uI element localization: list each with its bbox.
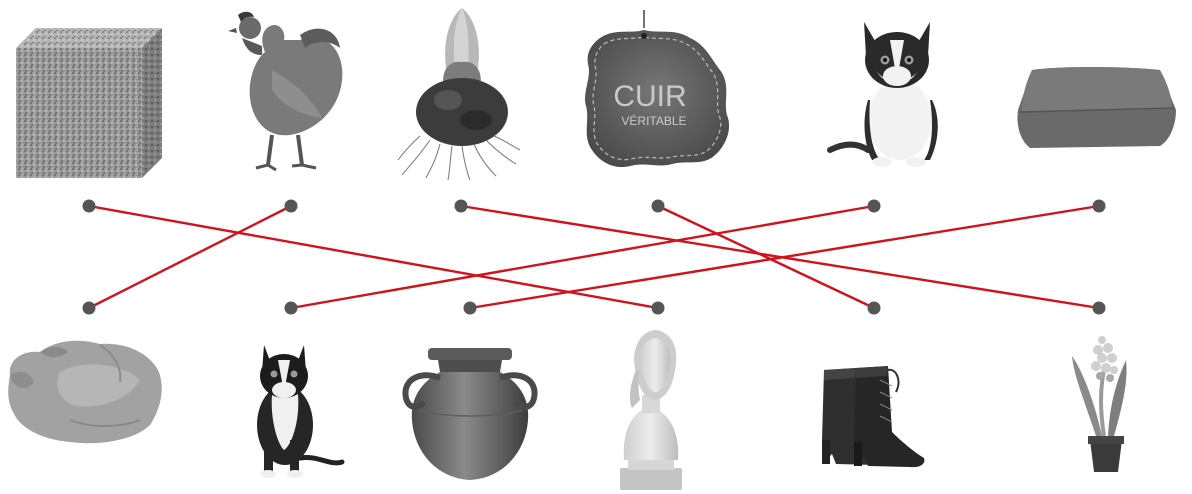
connection-line-leather-tag-to-boots <box>657 204 875 310</box>
stone-bust-image <box>620 330 682 490</box>
connection-line-granite-cube-to-bust <box>88 204 659 310</box>
top-dot-leather-tag[interactable] <box>651 199 665 213</box>
flower-bulb-image <box>397 8 521 181</box>
leather-label-subtitle: VÉRITABLE <box>621 113 686 128</box>
top-row-dots <box>82 199 1106 213</box>
bottom-dot-roast-chicken[interactable] <box>82 301 96 315</box>
kitten-image <box>827 22 938 167</box>
granite-block-image <box>16 28 162 178</box>
top-dot-bulb[interactable] <box>454 199 468 213</box>
connection-line-kitten-to-cat <box>290 204 875 310</box>
connection-lines <box>88 204 1100 310</box>
connection-line-chicken-to-roast-chicken <box>88 204 292 310</box>
potted-hyacinth-image <box>1072 336 1127 472</box>
hen-image <box>228 11 343 172</box>
leather-boots-image <box>822 366 925 468</box>
bottom-dot-hyacinth[interactable] <box>1092 301 1106 315</box>
bottom-row-dots <box>82 301 1106 315</box>
top-dot-kitten[interactable] <box>867 199 881 213</box>
bottom-dot-boots[interactable] <box>867 301 881 315</box>
top-dot-chicken[interactable] <box>284 199 298 213</box>
bottom-dot-amphora[interactable] <box>463 301 477 315</box>
bottom-dot-bust[interactable] <box>651 301 665 315</box>
cat-image <box>257 345 345 478</box>
bottom-dot-cat[interactable] <box>284 301 298 315</box>
top-dot-granite-cube[interactable] <box>82 199 96 213</box>
connection-line-clay-slab-to-amphora <box>469 204 1100 310</box>
roast-chicken-image <box>8 340 162 444</box>
clay-jar-image <box>402 348 538 480</box>
clay-slab-image <box>1017 67 1176 148</box>
leather-label-image: CUIR VÉRITABLE <box>585 10 730 168</box>
top-dot-clay-slab[interactable] <box>1092 199 1106 213</box>
leather-label-title: CUIR <box>613 80 686 113</box>
